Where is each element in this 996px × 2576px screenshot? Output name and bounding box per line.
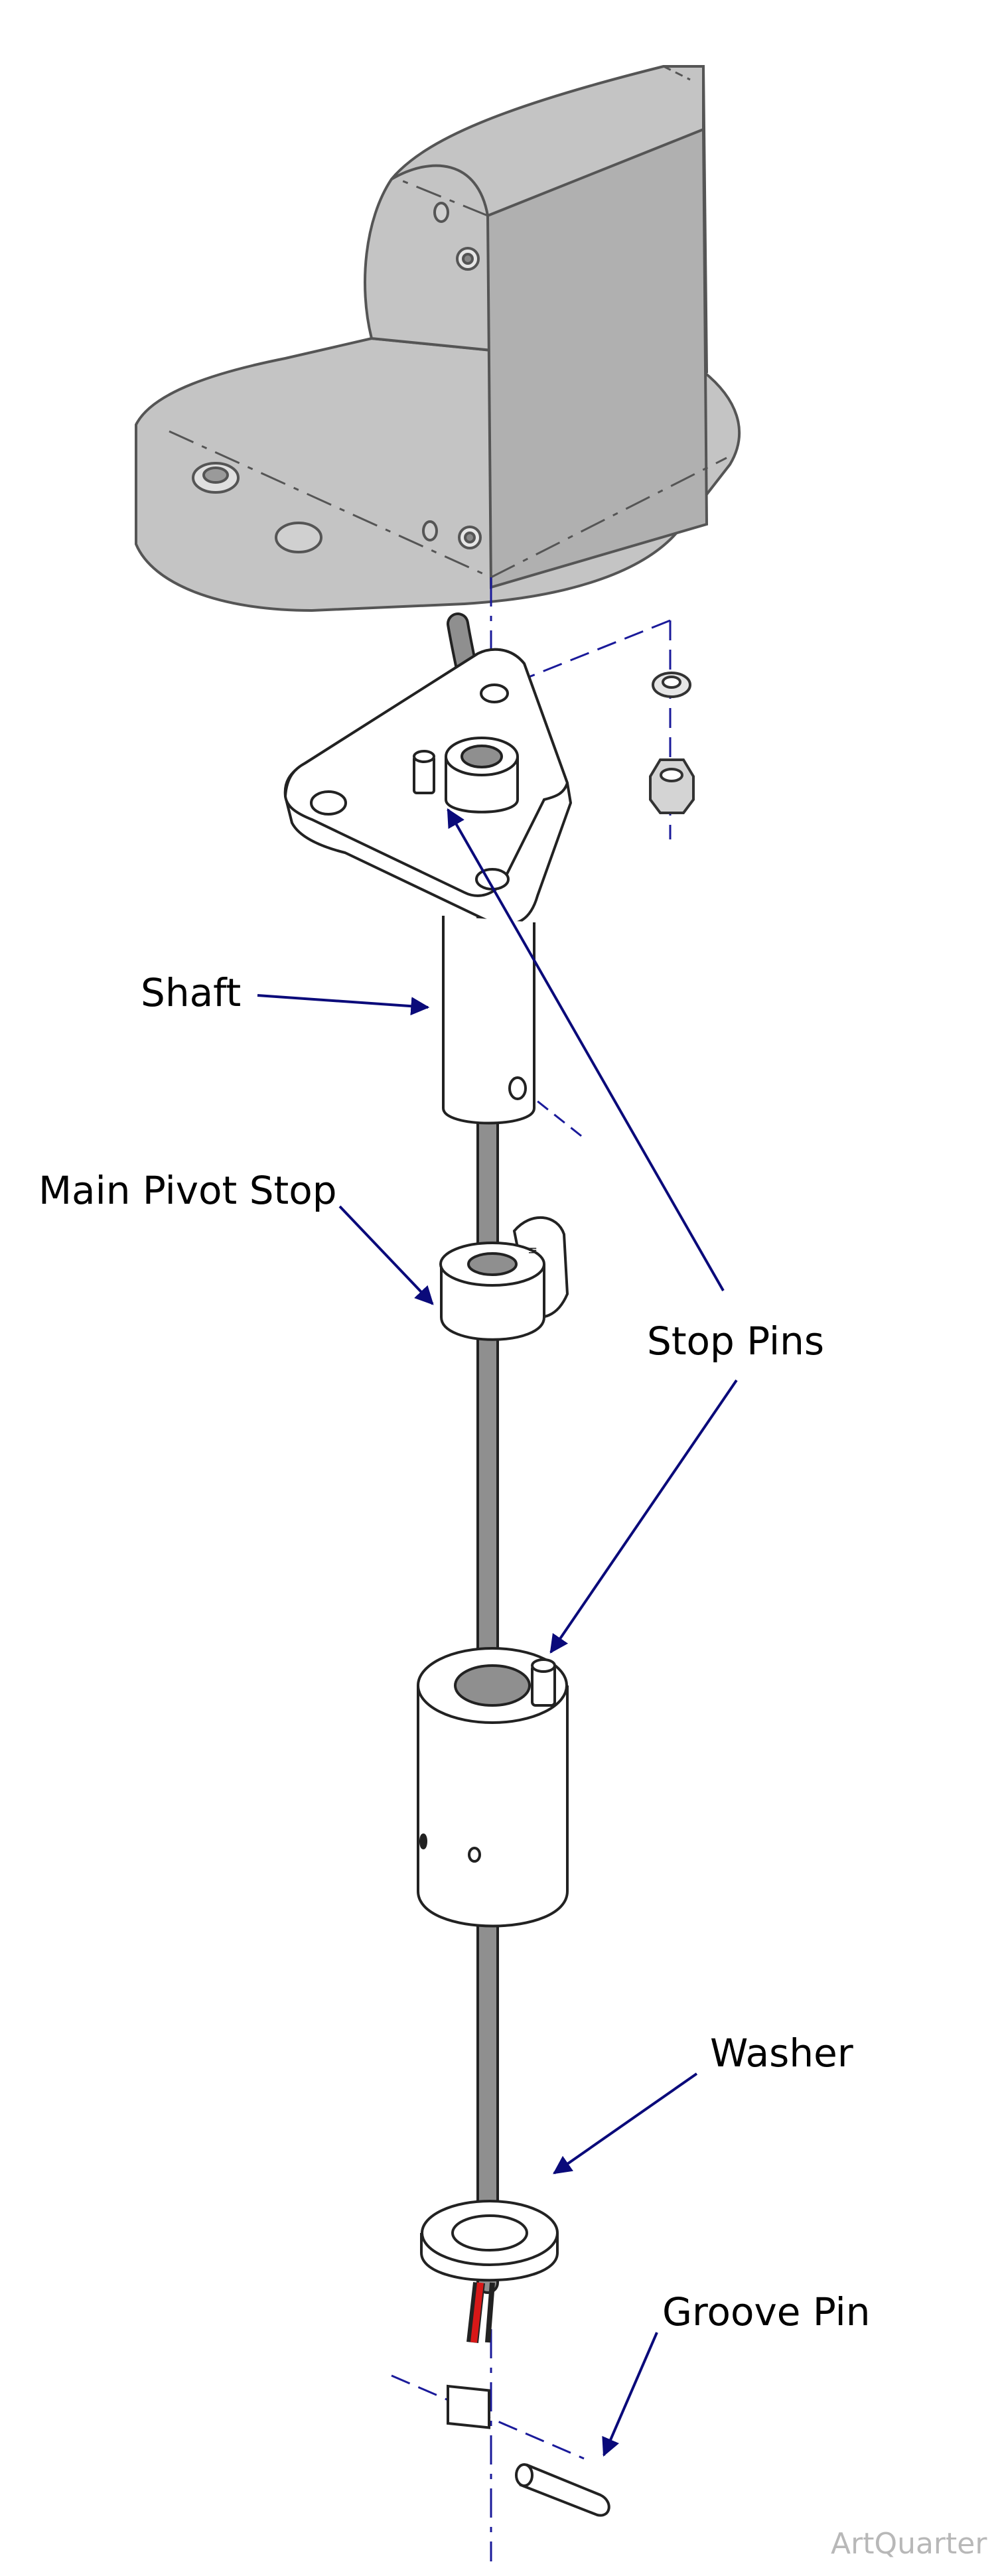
leader-stop-pins-sleeve xyxy=(549,1379,738,1654)
mounting-plate xyxy=(283,648,573,926)
leader-stop-pins-top xyxy=(447,808,725,1291)
leader-washer xyxy=(553,2072,698,2175)
lock-washer xyxy=(652,672,691,698)
main-pivot-stop-part: ≡ xyxy=(439,1216,569,1341)
leader-shaft xyxy=(257,994,430,1016)
label-shaft: Shaft xyxy=(141,970,242,1015)
leader-groove-pin xyxy=(602,2332,658,2457)
groove-pin-part xyxy=(515,2463,610,2517)
hex-nut xyxy=(649,758,695,814)
label-stop-pins: Stop Pins xyxy=(647,1319,825,1364)
cable-connector xyxy=(447,2384,490,2429)
svg-text:≡: ≡ xyxy=(528,1244,537,1257)
label-groove-pin: Groove Pin xyxy=(662,2289,871,2334)
washer-part xyxy=(420,2200,559,2282)
leader-lines xyxy=(257,808,738,2457)
pivot-sleeve xyxy=(417,1647,569,1928)
shaft-part xyxy=(442,916,535,1125)
label-main-pivot-stop: Main Pivot Stop xyxy=(38,1168,337,1213)
seat-bracket-ghost xyxy=(135,65,741,612)
label-washer: Washer xyxy=(710,2031,853,2076)
watermark: ArtQuarter xyxy=(831,2527,987,2561)
leader-main-pivot-stop xyxy=(338,1205,434,1305)
